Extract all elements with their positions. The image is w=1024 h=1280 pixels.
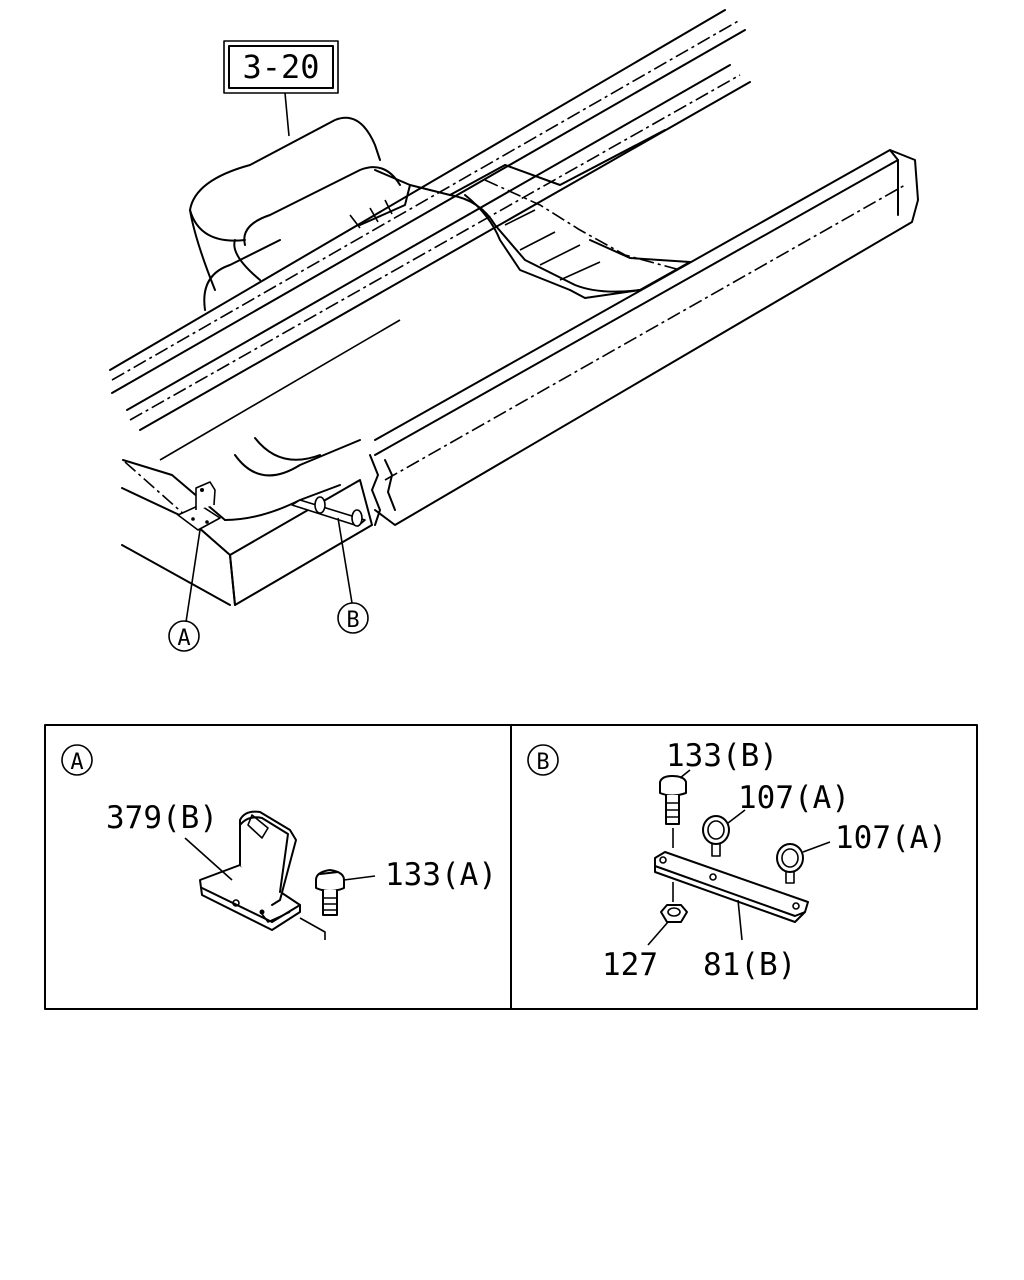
label-107a-right-leader [802, 841, 831, 853]
part-label-127[interactable]: 127 [602, 947, 658, 983]
reference-box[interactable]: 3-20 [223, 40, 339, 94]
callout-b-leader [337, 517, 353, 604]
strap-81b[interactable] [654, 851, 809, 923]
clip-107a-right[interactable] [776, 843, 804, 884]
label-379b-leader [184, 837, 233, 881]
nut-127[interactable] [660, 904, 688, 923]
bolt-133b[interactable] [659, 775, 687, 825]
detail-a-marker[interactable]: A [61, 744, 93, 776]
callout-b-label: B [346, 608, 359, 633]
part-label-107a-1[interactable]: 107(A) [738, 780, 850, 816]
part-label-81b[interactable]: 81(B) [703, 947, 796, 983]
detail-a-panel: A 379(B) 133(A) [61, 744, 497, 940]
label-127-leader [647, 921, 669, 946]
label-133a-leader [343, 875, 376, 881]
detail-b-marker-label: B [536, 750, 549, 775]
callout-a-leader [185, 529, 201, 623]
callout-b[interactable]: B [337, 602, 369, 634]
bolt-133a[interactable] [315, 869, 345, 916]
bracket-379b[interactable] [199, 810, 326, 940]
frame-rail-right [369, 149, 919, 526]
part-label-133a[interactable]: 133(A) [385, 857, 497, 893]
detail-b-marker[interactable]: B [527, 744, 559, 776]
callout-a[interactable]: A [168, 620, 200, 652]
frame-rail-left [109, 9, 751, 461]
clip-107a-left[interactable] [702, 815, 730, 857]
reference-box-label: 3-20 [242, 48, 319, 86]
label-81b-leader [737, 899, 743, 941]
overview-strap-b [291, 496, 366, 527]
label-107a-left-leader [727, 809, 746, 824]
detail-b-panel: B 133(B) 107(A) 107(A) [527, 738, 947, 983]
callout-a-label: A [177, 626, 190, 651]
detail-a-marker-label: A [70, 750, 83, 775]
part-label-133b[interactable]: 133(B) [666, 738, 778, 774]
overview-bracket-a [177, 481, 221, 531]
label-133b-leader [679, 769, 691, 779]
reference-leader-line [284, 92, 290, 137]
part-label-107a-2[interactable]: 107(A) [835, 820, 947, 856]
part-label-379b[interactable]: 379(B) [106, 800, 218, 836]
frame-rail-end-block [121, 437, 373, 606]
cross-member [449, 179, 691, 299]
